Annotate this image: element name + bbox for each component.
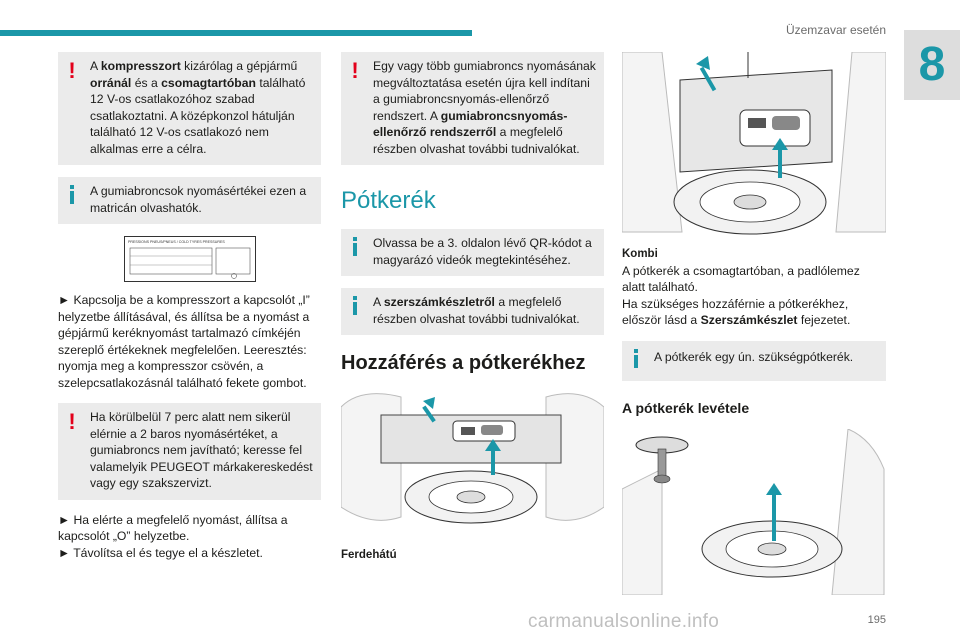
chapter-number: 8	[904, 30, 960, 100]
instruction-paragraph-3: ► Távolítsa el és tegye el a készletet.	[58, 545, 263, 560]
info-box-tyre-pressures: A gumiabroncsok nyomásértékei ezen a mat…	[58, 177, 321, 224]
info-text: A gumiabroncsok nyomásértékei ezen a mat…	[90, 184, 307, 215]
header-accent-bar	[0, 30, 472, 36]
warning-text: Ha körülbelül 7 perc alatt nem sikerül e…	[90, 410, 313, 490]
warning-box-compressor: ! A kompresszort kizárólag a gépjármű or…	[58, 52, 321, 165]
column-3: Kombi A pótkerék a csomagtartóban, a pad…	[622, 52, 886, 595]
tyre-pressure-label-image: PRESSIONS PNEUS/PNEUS / COLD TYRES PRESS…	[124, 236, 256, 282]
kombi-text: A pótkerék a csomagtartóban, a padlóleme…	[622, 263, 860, 295]
column-1: ! A kompresszort kizárólag a gépjármű or…	[58, 52, 321, 561]
wheel-removal-illustration	[622, 429, 885, 595]
column-2: ! Egy vagy több gumiabroncs nyomásának m…	[341, 52, 604, 564]
info-box-emergency-wheel: A pótkerék egy ún. szükségpótkerék.	[622, 340, 886, 381]
info-icon	[349, 296, 361, 316]
label-title-text: PRESSIONS PNEUS/PNEUS / COLD TYRES PRESS…	[128, 240, 225, 244]
info-box-toolkit: A szerszámkészletről a megfelelő részben…	[341, 288, 604, 335]
section-heading-spare-wheel: Pótkerék	[341, 187, 436, 214]
section-title: Üzemzavar esetén	[785, 23, 886, 37]
warning-icon: !	[68, 409, 76, 434]
info-icon	[630, 348, 642, 369]
kombi-text-2: Ha szükséges hozzáférnie a pótkerékhez, …	[622, 296, 851, 328]
kombi-title: Kombi	[622, 248, 658, 260]
info-box-qr: Olvassa be a 3. oldalon lévő QR-kódot a …	[341, 229, 604, 276]
illustration-caption: Ferdehátú	[341, 549, 397, 561]
warning-text: A kompresszort kizárólag a gépjármű orrá…	[90, 59, 306, 156]
info-icon	[349, 237, 361, 257]
info-text: A szerszámkészletről a megfelelő részben…	[373, 295, 580, 326]
warning-text: Egy vagy több gumiabroncs nyomásának meg…	[373, 59, 596, 156]
info-icon	[66, 185, 78, 205]
instruction-paragraph-2: ► Ha elérte a megfelelő nyomást, állítsa…	[58, 512, 288, 544]
page-number: 195	[867, 614, 886, 626]
warning-icon: !	[351, 58, 359, 83]
warning-icon: !	[68, 58, 76, 83]
instruction-paragraph: ► Kapcsolja be a kompresszort a kapcsoló…	[58, 293, 310, 390]
estate-trunk-illustration	[622, 52, 886, 235]
info-text: Olvassa be a 3. oldalon lévő QR-kódot a …	[373, 236, 592, 267]
section-heading-access: Hozzáférés a pótkerékhez	[341, 352, 586, 374]
watermark: carmanualsonline.info	[528, 611, 720, 632]
hatchback-trunk-illustration	[341, 393, 604, 524]
warning-box-pressure: ! Ha körülbelül 7 perc alatt nem sikerül…	[58, 403, 321, 500]
warning-box-tpms: ! Egy vagy több gumiabroncs nyomásának m…	[341, 52, 604, 165]
section-heading-remove: A pótkerék levétele	[622, 400, 750, 416]
info-text: A pótkerék egy ún. szükségpótkerék.	[654, 349, 854, 364]
